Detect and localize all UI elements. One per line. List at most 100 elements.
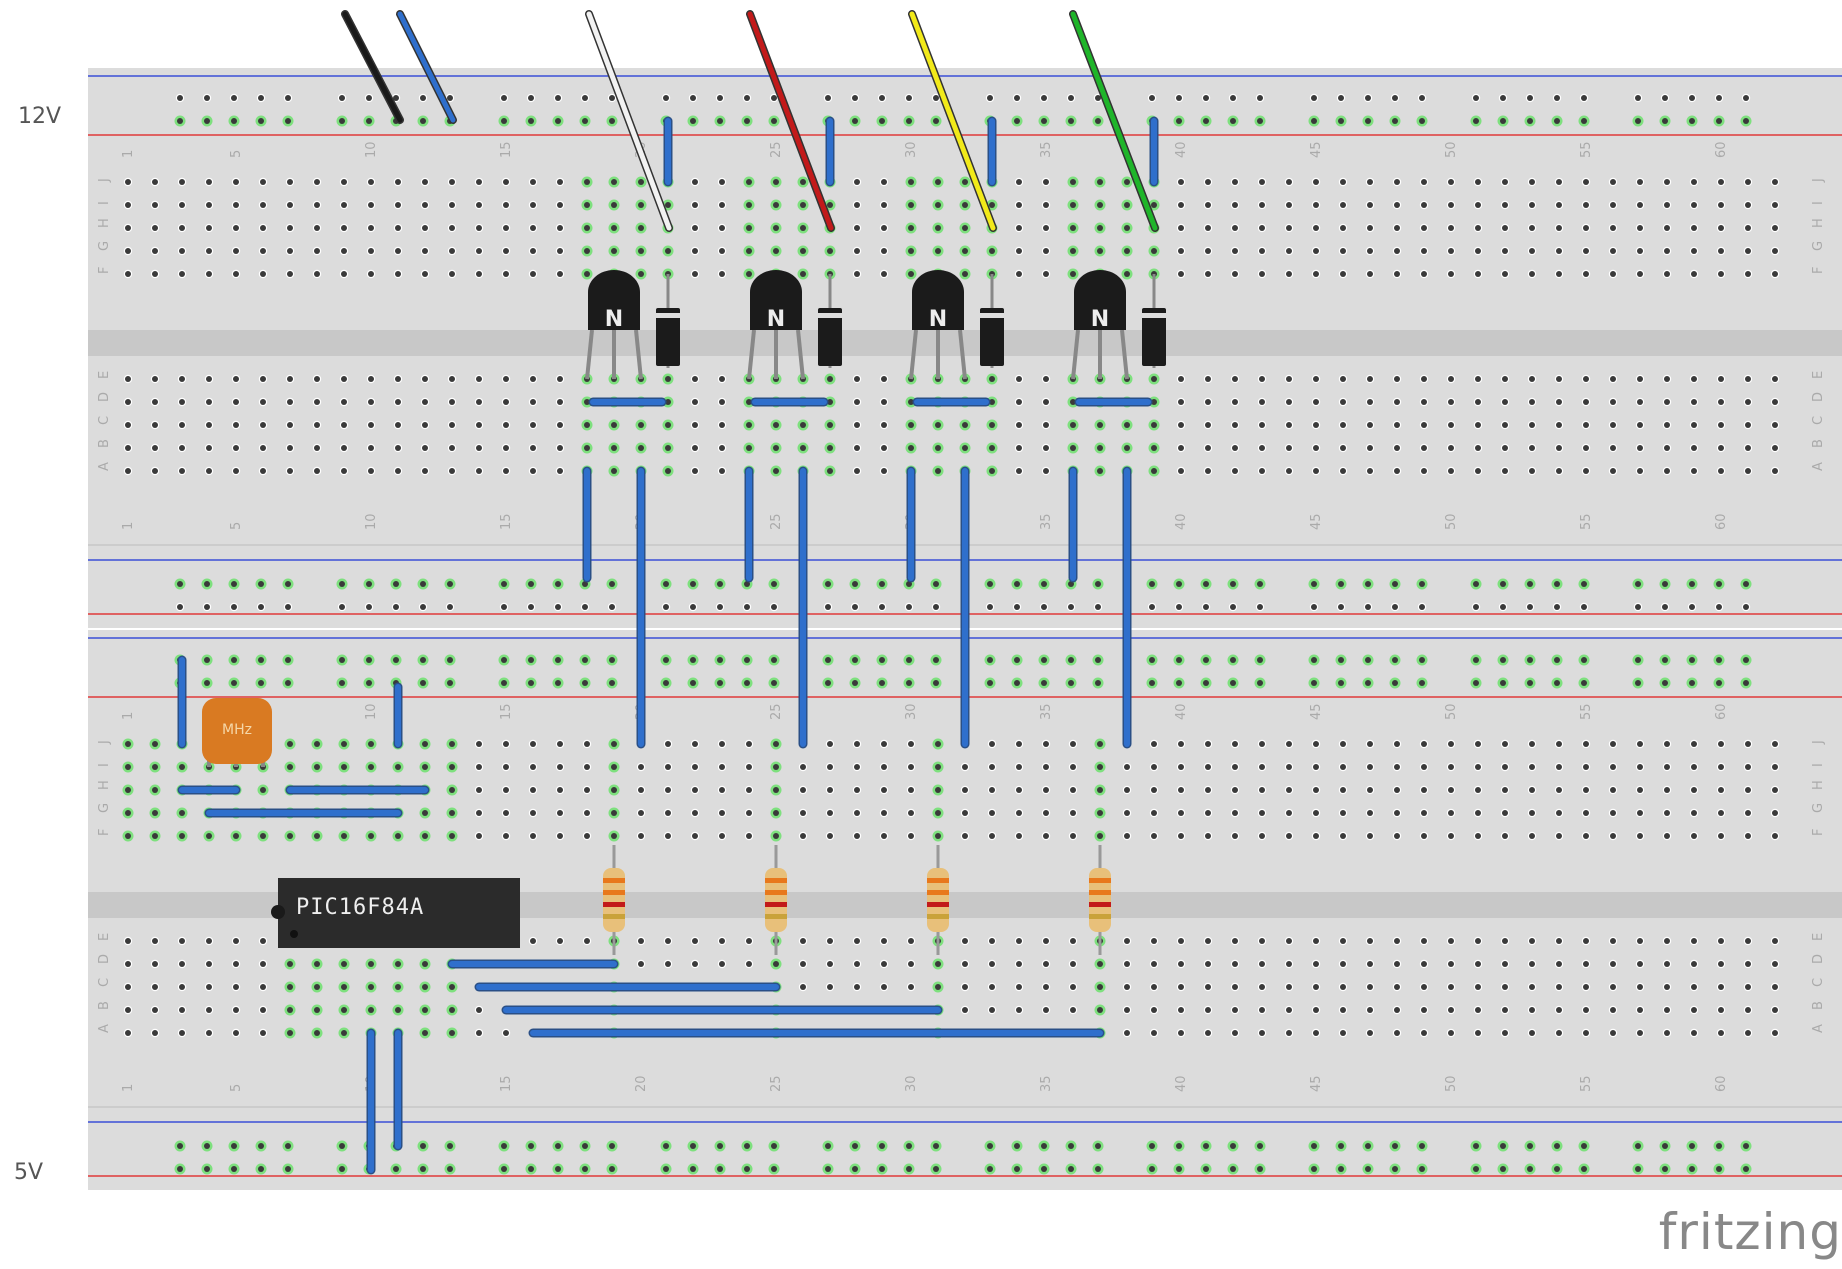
terminal-hole [1097, 764, 1103, 770]
rail-hole [1581, 95, 1587, 101]
terminal-hole [1259, 225, 1265, 231]
terminal-hole [611, 741, 617, 747]
rail-hole [204, 95, 210, 101]
rail-hole [393, 604, 399, 610]
rail-hole [1338, 680, 1344, 686]
terminal-hole [1151, 399, 1157, 405]
rail-hole [177, 95, 183, 101]
rail-hole [1554, 657, 1560, 663]
resistor-band [603, 878, 625, 883]
rail-hole [501, 1143, 507, 1149]
resistor-band [1089, 914, 1111, 919]
terminal-hole [1556, 1007, 1562, 1013]
rail-hole [582, 1166, 588, 1172]
rail-hole [528, 118, 534, 124]
row-letter: E [1811, 371, 1826, 379]
terminal-hole [449, 445, 455, 451]
terminal-hole [1610, 984, 1616, 990]
terminal-hole [1070, 810, 1076, 816]
terminal-hole [1340, 984, 1346, 990]
terminal-hole [1313, 445, 1319, 451]
terminal-hole [1286, 399, 1292, 405]
terminal-hole [638, 961, 644, 967]
terminal-hole [1529, 399, 1535, 405]
rail-hole [1473, 680, 1479, 686]
terminal-hole [1367, 1030, 1373, 1036]
terminal-hole [449, 810, 455, 816]
terminal-hole [1394, 445, 1400, 451]
rail-hole [1095, 581, 1101, 587]
terminal-hole [341, 1030, 347, 1036]
rail-hole [1014, 1143, 1020, 1149]
terminal-hole [341, 961, 347, 967]
terminal-hole [341, 984, 347, 990]
terminal-hole [1394, 810, 1400, 816]
terminal-hole [719, 764, 725, 770]
resistor-band [1089, 902, 1111, 907]
terminal-hole [773, 468, 779, 474]
terminal-hole [152, 399, 158, 405]
terminal-hole [233, 202, 239, 208]
terminal-hole [1475, 179, 1481, 185]
rail-hole [231, 604, 237, 610]
rail-hole [1419, 604, 1425, 610]
crystal-label: MHz [222, 722, 252, 738]
rail-hole [717, 680, 723, 686]
terminal-hole [260, 202, 266, 208]
terminal-hole [665, 787, 671, 793]
terminal-hole [1313, 764, 1319, 770]
terminal-hole [1664, 445, 1670, 451]
terminal-hole [233, 179, 239, 185]
terminal-hole [233, 1007, 239, 1013]
rail-hole [204, 581, 210, 587]
terminal-hole [1610, 179, 1616, 185]
terminal-hole [260, 961, 266, 967]
rail-hole [1176, 680, 1182, 686]
terminal-hole [476, 787, 482, 793]
terminal-hole [1583, 225, 1589, 231]
terminal-hole [1367, 833, 1373, 839]
transistor-body [588, 270, 640, 330]
terminal-hole [719, 787, 725, 793]
terminal-hole [1313, 271, 1319, 277]
rail-hole [1203, 1166, 1209, 1172]
terminal-hole [611, 202, 617, 208]
rail-hole [933, 1143, 939, 1149]
rail-hole [1176, 95, 1182, 101]
row-letter: G [97, 803, 112, 813]
terminal-hole [1745, 399, 1751, 405]
rail-hole [1473, 604, 1479, 610]
terminal-hole [1556, 961, 1562, 967]
terminal-hole [1043, 248, 1049, 254]
terminal-hole [611, 468, 617, 474]
terminal-hole [1097, 787, 1103, 793]
terminal-hole [1043, 810, 1049, 816]
rail-hole [1041, 1166, 1047, 1172]
terminal-hole [1421, 984, 1427, 990]
terminal-hole [746, 225, 752, 231]
terminal-hole [1205, 984, 1211, 990]
rail-hole [744, 657, 750, 663]
terminal-hole [206, 1030, 212, 1036]
terminal-hole [1070, 248, 1076, 254]
column-number: 40 [1174, 1075, 1189, 1092]
rail-hole [879, 1143, 885, 1149]
row-letter: J [97, 740, 112, 745]
terminal-hole [1556, 445, 1562, 451]
rail-hole [258, 581, 264, 587]
terminal-hole [1151, 422, 1157, 428]
terminal-hole [935, 422, 941, 428]
terminal-hole [233, 225, 239, 231]
terminal-hole [773, 810, 779, 816]
rail-hole [285, 604, 291, 610]
terminal-hole [1151, 938, 1157, 944]
column-number: 25 [769, 703, 784, 720]
terminal-hole [1394, 741, 1400, 747]
terminal-hole [1664, 179, 1670, 185]
terminal-hole [854, 179, 860, 185]
terminal-hole [854, 787, 860, 793]
terminal-hole [1016, 938, 1022, 944]
terminal-hole [1556, 810, 1562, 816]
rail-hole [1338, 604, 1344, 610]
